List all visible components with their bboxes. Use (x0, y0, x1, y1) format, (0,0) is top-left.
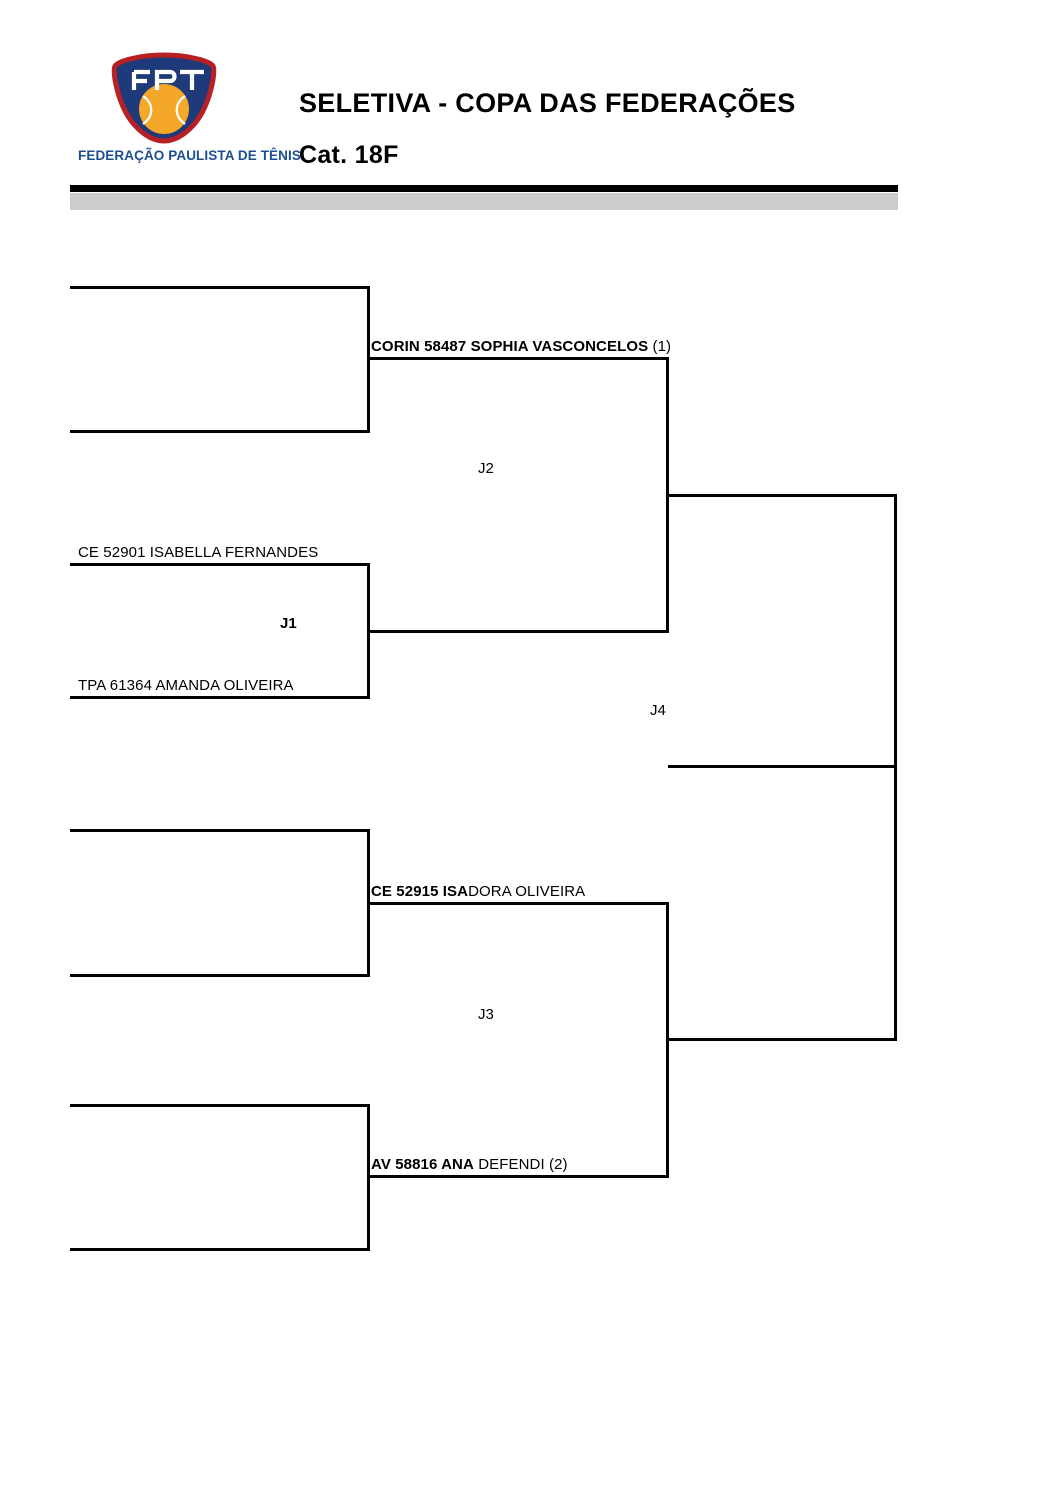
r1-m1-p2-line (70, 430, 370, 433)
r1-m2-p2-label: TPA 61364 AMANDA OLIVEIRA (78, 677, 294, 694)
r1-m4-p2-line (70, 1248, 370, 1251)
fpt-shield-icon (111, 52, 217, 144)
match-label-j3: J3 (478, 1006, 494, 1023)
m1-winner-name: CORIN 58487 SOPHIA VASCONCELOS (371, 338, 649, 355)
header-band (70, 193, 898, 210)
m3-winner-rest: DORA OLIVEIRA (468, 883, 586, 900)
m2-winner-line (367, 630, 669, 633)
m1-winner-seed: (1) (648, 338, 672, 355)
r1-m1-p1-line (70, 286, 370, 289)
logo-caption: FEDERAÇÃO PAULISTA DE TÊNIS (78, 148, 301, 163)
m4-winner-line (367, 1175, 669, 1178)
m4-winner-label: AV 58816 ANA DEFENDI (2) (371, 1157, 568, 1172)
category-title: Cat. 18F (299, 141, 399, 169)
j4-winner-line (668, 765, 897, 768)
m1-winner-line (367, 357, 669, 360)
header-rule (70, 185, 898, 192)
page-header: FEDERAÇÃO PAULISTA DE TÊNIS SELETIVA - C… (0, 0, 1058, 210)
j2-winner-line (666, 494, 897, 497)
m4-winner-seed: DEFENDI (2) (473, 1156, 568, 1173)
m3-winner-name: CE 52915 ISA (371, 883, 469, 900)
r1-m2-p1-line (70, 563, 370, 566)
r1-m2-p1-label: CE 52901 ISABELLA FERNANDES (78, 544, 319, 561)
match-label-j1: J1 (280, 615, 297, 632)
r1-m3-p1-line (70, 829, 370, 832)
m1-winner-label: CORIN 58487 SOPHIA VASCONCELOS (1) (371, 339, 671, 354)
r1-m3-p2-line (70, 974, 370, 977)
r1-m2-p2-line (70, 696, 370, 699)
m3-winner-label: CE 52915 ISADORA OLIVEIRA (371, 884, 585, 899)
match-label-j4: J4 (650, 702, 666, 719)
m3-winner-line (367, 902, 669, 905)
m4-winner-name: AV 58816 ANA (371, 1156, 474, 1173)
page-title: SELETIVA - COPA DAS FEDERAÇÕES (299, 88, 796, 118)
r1-m4-p1-line (70, 1104, 370, 1107)
federation-logo: FEDERAÇÃO PAULISTA DE TÊNIS (78, 52, 301, 172)
match-label-j2: J2 (478, 460, 494, 477)
j3-winner-line (666, 1038, 897, 1041)
